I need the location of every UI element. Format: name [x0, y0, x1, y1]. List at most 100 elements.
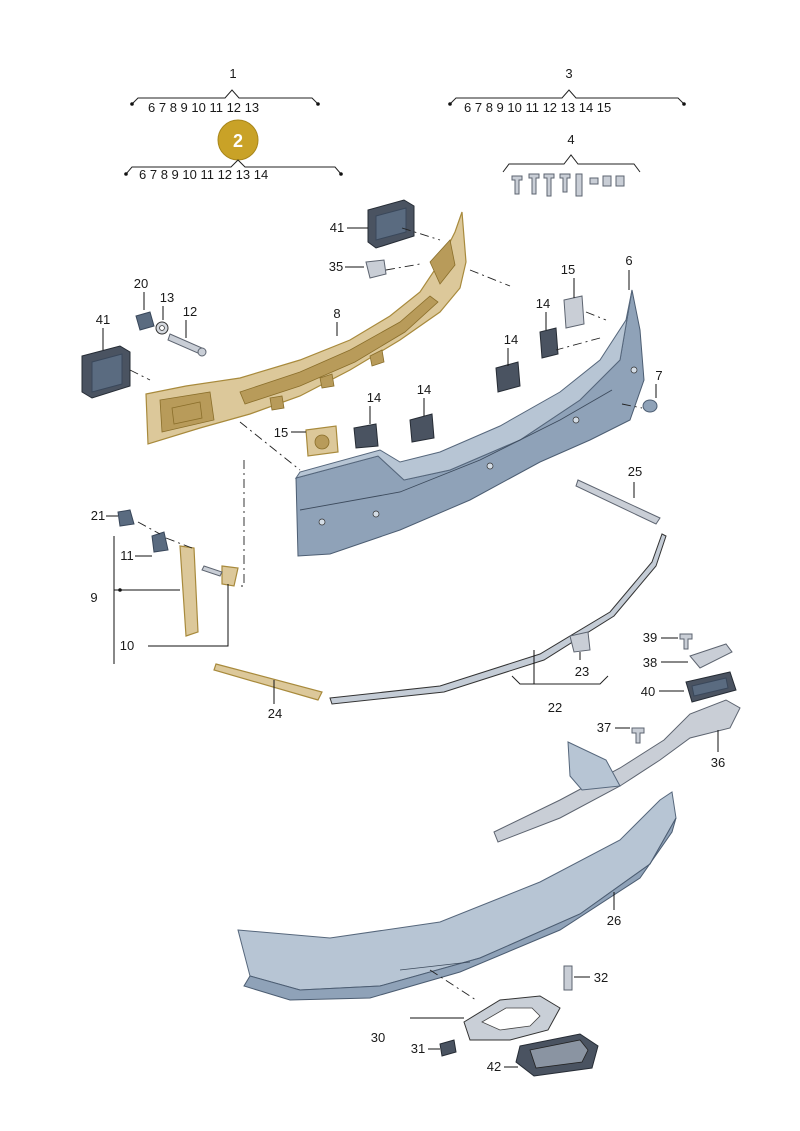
brace-number: 14 — [579, 100, 597, 115]
brace-number: 9 — [181, 100, 192, 115]
impact-absorber-highlighted — [145, 211, 467, 445]
screw-set-icon — [511, 173, 625, 197]
brace-number: 6 — [139, 167, 150, 182]
callout-20: 20 — [134, 276, 148, 291]
callout-10: 10 — [120, 638, 134, 653]
callout-35: 35 — [329, 259, 343, 274]
callout-39: 39 — [643, 630, 657, 645]
screw-32 — [563, 965, 573, 991]
callout-41-right: 41 — [330, 220, 344, 235]
callout-15-left: 15 — [274, 425, 288, 440]
clip-35 — [365, 259, 387, 279]
brace-number: 6 — [148, 100, 159, 115]
cap-7 — [642, 399, 658, 413]
brace-number: 8 — [170, 100, 181, 115]
trim-strip-22 — [329, 533, 667, 705]
callout-37: 37 — [597, 720, 611, 735]
brace-number: 11 — [200, 167, 217, 182]
brace-group-1-list: 6 7 8 9 10 11 12 13 — [148, 100, 259, 115]
bracket-nut-20 — [135, 311, 155, 331]
callout-25: 25 — [628, 464, 642, 479]
brace-group-1: 1 6 7 8 9 10 11 12 13 — [130, 66, 320, 115]
callout-24: 24 — [268, 706, 282, 721]
callout-14c: 14 — [504, 332, 518, 347]
screw-37 — [631, 727, 645, 744]
callout-8: 8 — [333, 306, 340, 321]
callout-3: 3 — [565, 66, 572, 81]
brace-group-3: 3 6 7 8 9 10 11 12 13 14 15 — [448, 66, 686, 115]
callout-31: 31 — [411, 1041, 425, 1056]
side-bracket-10 — [179, 545, 239, 637]
callout-21: 21 — [91, 508, 105, 523]
callout-42: 42 — [487, 1059, 501, 1074]
nut-11 — [151, 531, 169, 553]
brace-number: 6 — [464, 100, 475, 115]
callout-4: 4 — [567, 132, 574, 147]
callout-13: 13 — [160, 290, 174, 305]
brace-number: 12 — [543, 100, 561, 115]
brace-number: 8 — [161, 167, 172, 182]
parking-sensor-15-top — [563, 295, 585, 329]
brace-number: 10 — [507, 100, 525, 115]
callout-14d: 14 — [536, 296, 550, 311]
brace-number: 13 — [561, 100, 579, 115]
brace-number: 9 — [172, 167, 183, 182]
brace-number: 7 — [159, 100, 170, 115]
highlight-label: 2 — [233, 131, 243, 151]
brace-number: 10 — [182, 167, 200, 182]
screw-39 — [679, 633, 693, 650]
callout-22: 22 — [548, 700, 562, 715]
callout-26: 26 — [607, 913, 621, 928]
callout-6: 6 — [625, 253, 632, 268]
brace-number: 10 — [191, 100, 209, 115]
brace-number: 11 — [525, 100, 542, 115]
callout-30: 30 — [371, 1030, 385, 1045]
washer-13 — [155, 321, 169, 335]
callout-38: 38 — [643, 655, 657, 670]
clip-31 — [439, 1039, 457, 1057]
callout-36: 36 — [711, 755, 725, 770]
sensor-bracket-14d — [539, 327, 559, 359]
callout-7: 7 — [655, 368, 662, 383]
tailpipe-trim-42 — [515, 1033, 599, 1077]
reflector-24 — [213, 663, 323, 701]
brace-number: 7 — [475, 100, 486, 115]
callout-23: 23 — [575, 664, 589, 679]
frame-30 — [463, 995, 561, 1041]
brace-group-2-list: 6 7 8 9 10 11 12 13 14 — [139, 167, 268, 182]
bracket-38 — [689, 643, 733, 669]
callout-1: 1 — [229, 66, 236, 81]
radar-sensor-right — [367, 199, 415, 249]
brace-number: 15 — [597, 100, 611, 115]
callout-15-top: 15 — [561, 262, 575, 277]
brace-number: 8 — [486, 100, 497, 115]
sensor-bracket-14b — [409, 413, 435, 443]
callout-32: 32 — [594, 970, 608, 985]
highlight-badge-2: 2 — [217, 119, 259, 161]
brace-number: 11 — [209, 100, 226, 115]
bumper-cover-main — [294, 289, 645, 557]
module-40 — [685, 671, 737, 703]
brace-number: 12 — [227, 100, 245, 115]
callout-40: 40 — [641, 684, 655, 699]
brace-number: 13 — [245, 100, 259, 115]
brace-group-4: 4 — [502, 132, 641, 197]
brace-number: 12 — [218, 167, 236, 182]
sensor-bracket-14c — [495, 361, 521, 393]
callout-41-left: 41 — [96, 312, 110, 327]
callout-9: 9 — [90, 590, 97, 605]
brace-number: 9 — [497, 100, 508, 115]
parking-sensor-15-gold — [305, 425, 339, 457]
nut-21 — [117, 509, 135, 527]
radar-sensor-left — [81, 345, 131, 399]
brace-group-3-list: 6 7 8 9 10 11 12 13 14 15 — [464, 100, 611, 115]
assembly-dashed-lines — [129, 227, 643, 1001]
callout-14a: 14 — [367, 390, 381, 405]
brace-group-2: 6 7 8 9 10 11 12 13 14 — [124, 159, 343, 182]
bolt-12 — [167, 333, 207, 357]
guide-strip-25 — [575, 479, 661, 525]
brace-number: 14 — [254, 167, 268, 182]
callout-14b: 14 — [417, 382, 431, 397]
sensor-bracket-14a — [353, 423, 379, 449]
